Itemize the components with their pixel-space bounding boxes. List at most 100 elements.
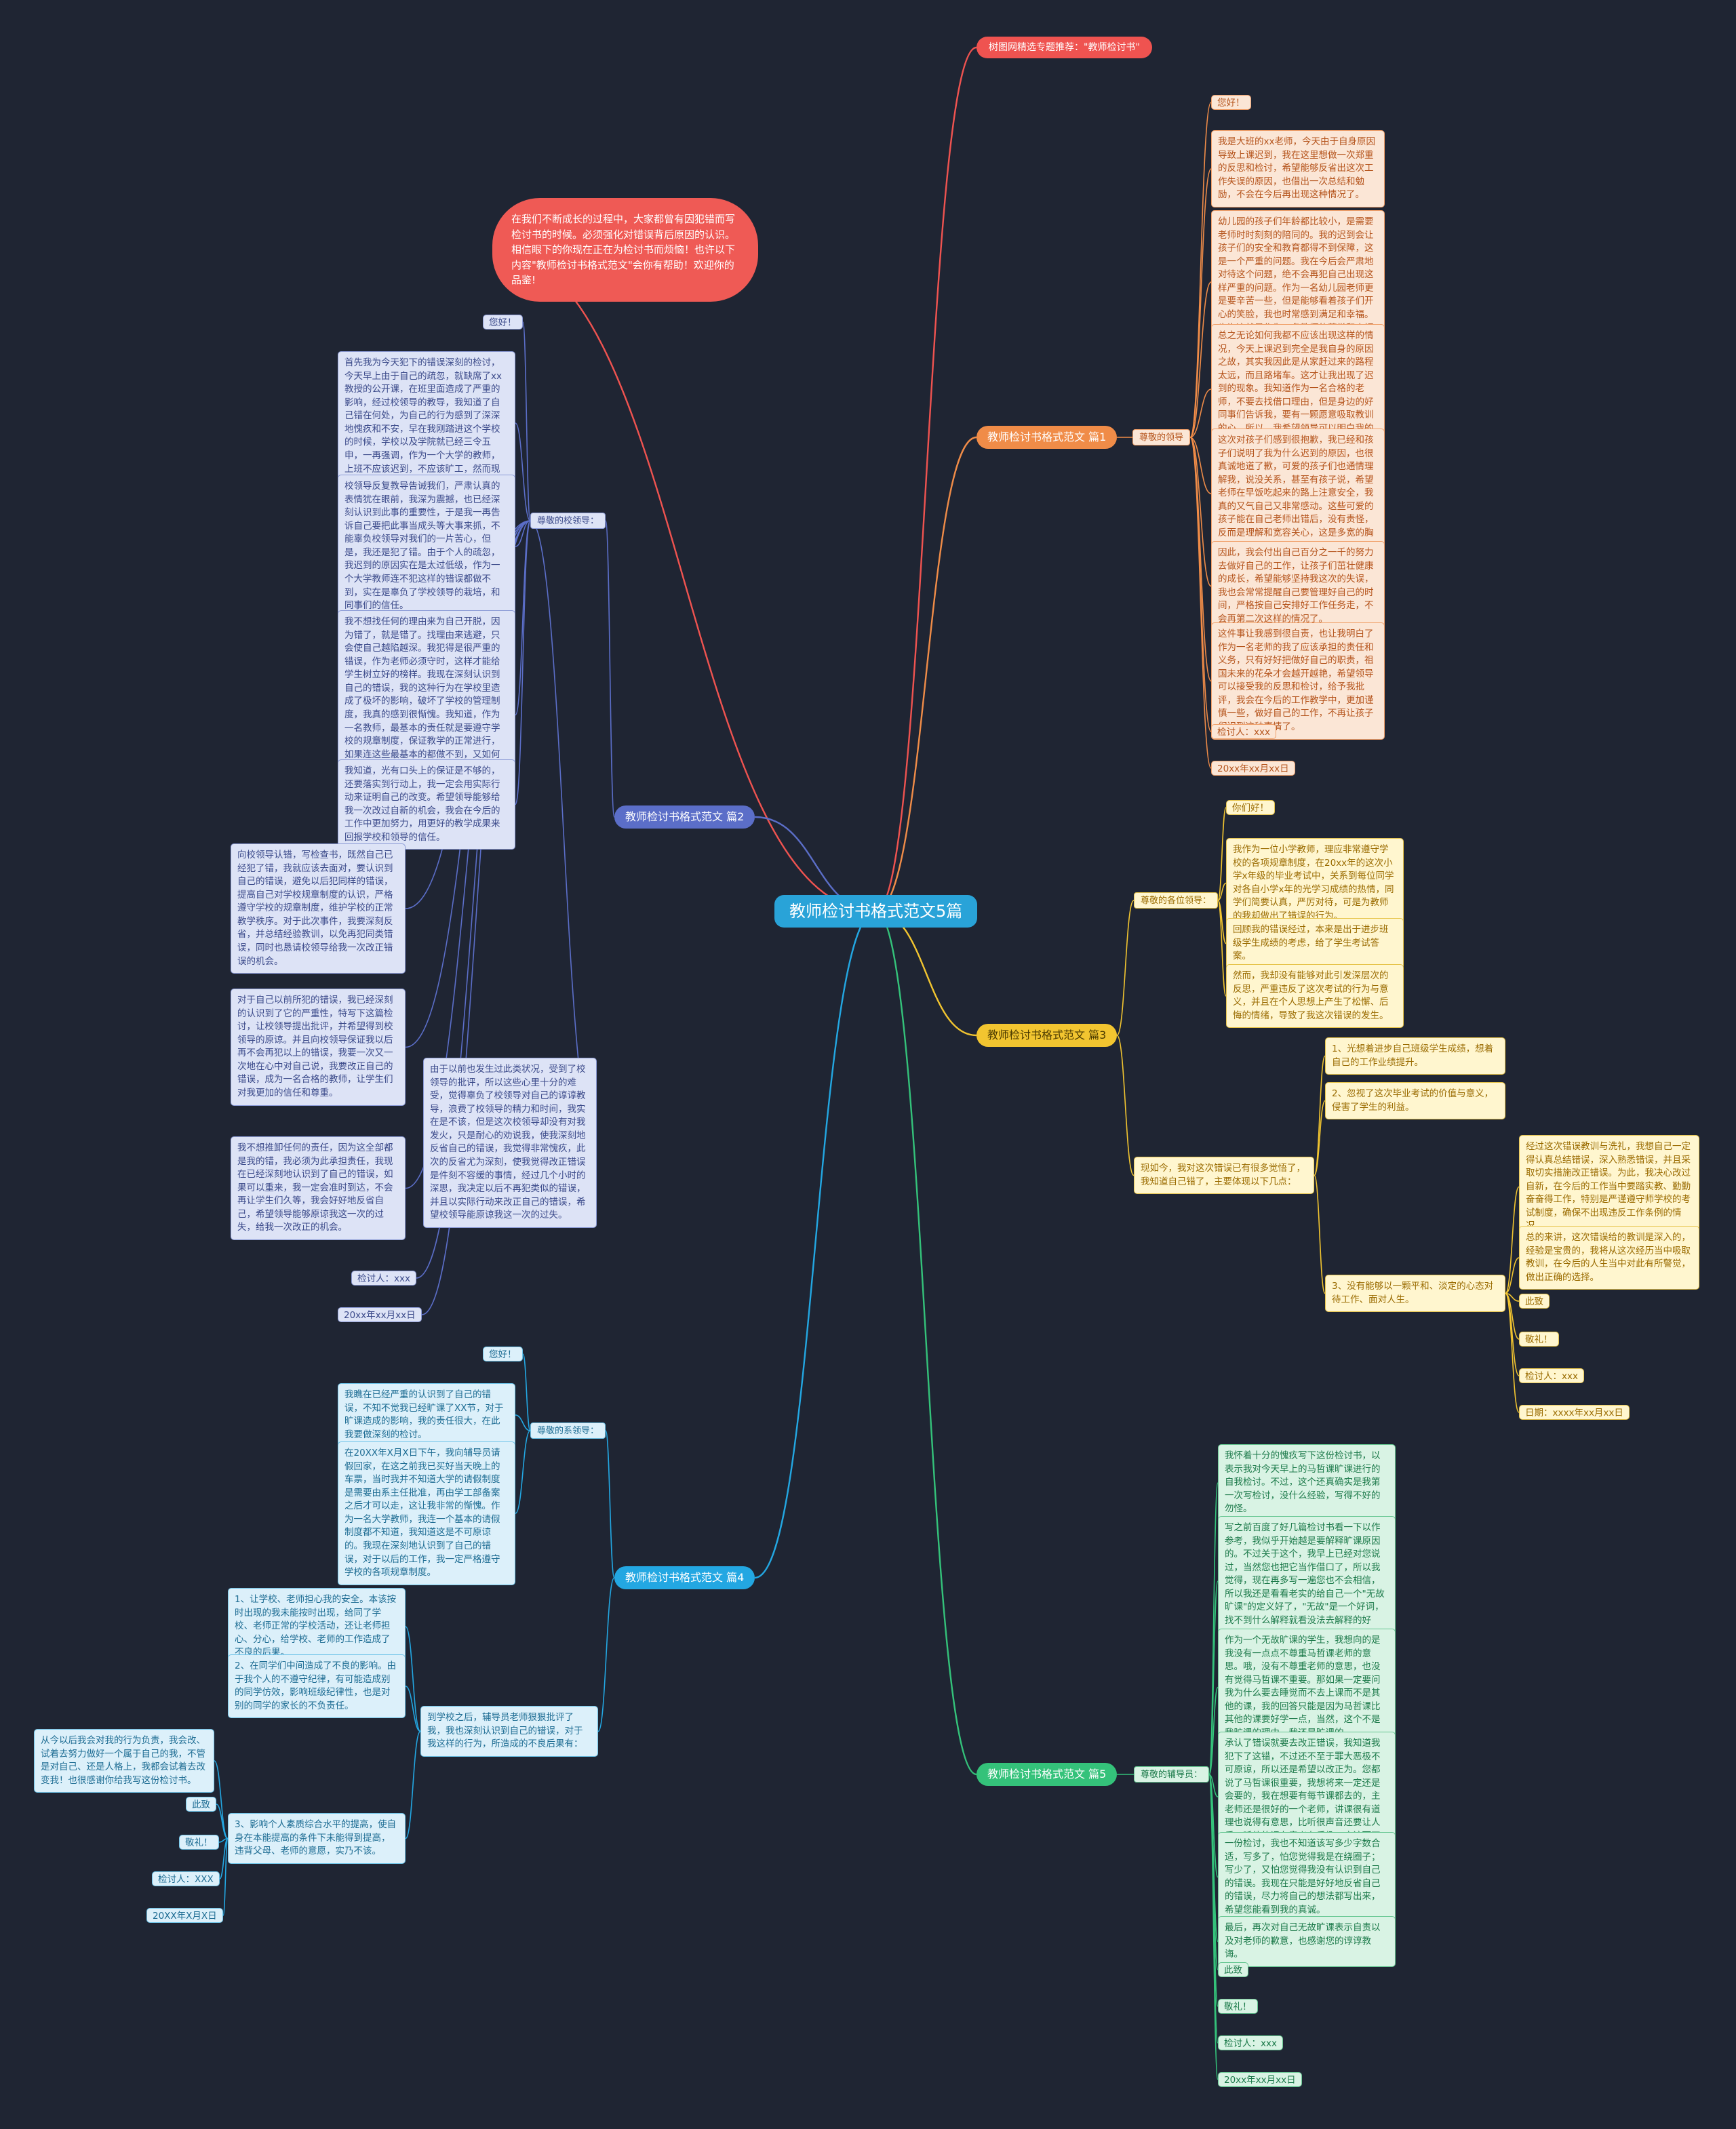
branch-2-item: 我知道，光有口头上的保证是不够的，还要落实到行动上，我一定会用实际行动来证明自己… bbox=[338, 759, 515, 850]
connector bbox=[219, 1837, 229, 1879]
branch-5-title[interactable]: 教师检讨书格式范文 篇5 bbox=[976, 1763, 1118, 1786]
branch-3-salutation: 尊敬的各位领导： bbox=[1134, 892, 1219, 909]
connector bbox=[1208, 1580, 1219, 1775]
branch-1-item: 这件事让我感到很自责，也让我明白了作为一名老师的我了应该承担的责任和义务，只有好… bbox=[1211, 622, 1385, 740]
connector bbox=[1314, 1174, 1326, 1294]
connector bbox=[1208, 1686, 1219, 1775]
connector bbox=[1208, 1774, 1219, 2080]
branch-3-sub-item: 经过这次错误教训与洗礼，我想自己一定得认真总结错误，深入熟悉错误，并且采取切实措… bbox=[1519, 1135, 1699, 1239]
branch-5-item: 20xx年xx月xx日 bbox=[1218, 2072, 1302, 2087]
branch-4-salutation: 尊敬的系领导： bbox=[530, 1422, 606, 1439]
connector bbox=[515, 520, 531, 805]
branch-4-closing: 检讨人：XXX bbox=[152, 1871, 220, 1886]
branch-3-item: 然而，我却没有能够对此引发深层次的反思，严重违反了这次考试的行为与意义，并且在个… bbox=[1226, 964, 1404, 1029]
connector bbox=[1314, 1100, 1326, 1176]
branch-3-item: 回顾我的错误经过，本来是出于进步班级学生成绩的考虑，给了学生考试答案。 bbox=[1226, 918, 1404, 969]
branch-1-item: 这次对孩子们感到很抱歉，我已经和孩子们说明了我为什么迟到的原因，也很真诚地道了歉… bbox=[1211, 429, 1385, 559]
connector bbox=[1505, 1292, 1520, 1413]
branch-1-salutation: 尊敬的领导 bbox=[1132, 429, 1191, 445]
branch-4-item: 我瞧在已经严重的认识到了自己的错误，不知不觉我已经旷课了XX节，对于旷课造成的影… bbox=[338, 1383, 515, 1448]
branch-3-item: 你们好！ bbox=[1226, 800, 1275, 815]
branch-4-item: 您好！ bbox=[483, 1347, 523, 1361]
branch-5-item: 此致 bbox=[1218, 1962, 1248, 1977]
branch-5-item: 敬礼！ bbox=[1218, 1999, 1258, 2014]
branch-4-closing: 20XX年X月X日 bbox=[146, 1908, 223, 1923]
connector bbox=[1116, 900, 1135, 1036]
connector bbox=[597, 1577, 615, 1732]
branch-3-closing: 敬礼！ bbox=[1519, 1332, 1559, 1347]
connector bbox=[1505, 1292, 1520, 1376]
branch-1-item: 因此，我会付出自己百分之一千的努力去做好自己的工作，让孩子们茁壮健康的成长，希望… bbox=[1211, 541, 1385, 632]
branch-5-item: 一份检讨，我也不知道该写多少字数合适，写多了，怕您觉得我是在绕圈子；写少了，又怕… bbox=[1218, 1832, 1396, 1923]
connector bbox=[216, 1804, 229, 1839]
connector bbox=[605, 1430, 615, 1578]
connector bbox=[522, 321, 531, 521]
connector bbox=[515, 1414, 531, 1431]
branch-3-closing: 此致 bbox=[1519, 1294, 1550, 1309]
branch-4-title[interactable]: 教师检讨书格式范文 篇4 bbox=[614, 1566, 755, 1589]
branch-3-closing: 检讨人：xxx bbox=[1519, 1368, 1584, 1383]
connector bbox=[1189, 437, 1212, 682]
branch-2-title[interactable]: 教师检讨书格式范文 篇2 bbox=[614, 805, 755, 829]
connector bbox=[1189, 437, 1212, 732]
branch-3-item: 我作为一位小学教师，理应非常遵守学校的各项规章制度，在20xx年的这次小学x年级… bbox=[1226, 838, 1404, 929]
connector bbox=[214, 1760, 229, 1839]
connector bbox=[515, 1430, 531, 1514]
branch-4-point: 2、在同学们中间造成了不良的影响。由于我个人的不遵守纪律，有可能造成别的同学仿效… bbox=[228, 1654, 406, 1719]
central-topic[interactable]: 教师检讨书格式范文5篇 bbox=[774, 895, 978, 928]
branch-5-salutation: 尊敬的辅导员： bbox=[1134, 1766, 1210, 1783]
branch-4-point: 3、影响个人素质综合水平的提高，使自身在本能提高的条件下未能得到提高，违背父母、… bbox=[228, 1813, 406, 1864]
connector bbox=[1217, 900, 1227, 997]
branch-2-item: 校领导反复教导告诫我们，严肃认真的表情犹在眼前，我深为震撼，也已经深刻认识到此事… bbox=[338, 475, 515, 618]
connector bbox=[875, 436, 977, 913]
connector bbox=[875, 910, 977, 1037]
branch-2-item: 检讨人：xxx bbox=[351, 1271, 416, 1286]
connector bbox=[1189, 389, 1212, 438]
connector bbox=[754, 910, 876, 1579]
branch-1-item: 您好！ bbox=[1211, 95, 1251, 110]
connector bbox=[1189, 102, 1212, 438]
branch-4-point: 1、让学校、老师担心我的安全。本该按时出现的我未能按时出现，给同了学校、老师正常… bbox=[228, 1588, 406, 1665]
connector bbox=[1116, 1035, 1135, 1176]
connector bbox=[530, 520, 597, 1144]
connector bbox=[405, 1730, 421, 1839]
connector bbox=[222, 1837, 229, 1916]
topic-recommendation-link[interactable]: 树图网精选专题推荐："教师检讨书" bbox=[976, 37, 1152, 58]
branch-3-point: 3、没有能够以一颗平和、淡定的心态对待工作、面对人生。 bbox=[1325, 1275, 1505, 1313]
branch-1-title[interactable]: 教师检讨书格式范文 篇1 bbox=[976, 426, 1118, 449]
branch-5-item: 我怀着十分的愧疚写下这份检讨书，以表示我对今天早上的马哲课旷课进行的自我检讨。不… bbox=[1218, 1444, 1396, 1521]
connector bbox=[1189, 281, 1212, 438]
branch-5-item: 检讨人：xxx bbox=[1218, 2035, 1283, 2050]
branch-3-point: 2、忽视了这次毕业考试的价值与意义，侵害了学生的利益。 bbox=[1325, 1082, 1505, 1120]
branch-3-closing: 日期：xxxx年xx月xx日 bbox=[1519, 1405, 1630, 1420]
branch-2-item: 我不想推卸任何的责任，因为这全部都是我的错，我必须为此承担责任，我现在已经深刻地… bbox=[231, 1136, 406, 1240]
branch-4-closing: 此致 bbox=[186, 1797, 216, 1812]
connector bbox=[875, 910, 977, 1776]
branch-2-item: 20xx年xx月xx日 bbox=[338, 1307, 422, 1322]
branch-2-item: 向校领导认错，写检查书，既然自己已经犯了错，我就应该去面对，要认识到自己的错误，… bbox=[231, 843, 406, 974]
branch-3-point: 1、光想着进步自己班级学生成绩，想着自己的工作业绩提升。 bbox=[1325, 1037, 1505, 1075]
branch-2-item: 您好！ bbox=[483, 315, 523, 330]
connector bbox=[1189, 437, 1212, 494]
connector bbox=[1217, 882, 1227, 901]
connector bbox=[1189, 437, 1212, 587]
branch-4-consequences: 到学校之后，辅导员老师狠狠批评了我，我也深刻认识到自己的错误，对于我这样的行为，… bbox=[420, 1706, 598, 1757]
branch-5-item: 最后，再次对自己无故旷课表示自责以及对老师的歉意，也感谢您的谆谆教诲。 bbox=[1218, 1916, 1396, 1967]
connector bbox=[515, 422, 531, 521]
connector bbox=[1189, 437, 1212, 769]
connector bbox=[1189, 168, 1212, 438]
connector bbox=[1505, 1257, 1520, 1294]
branch-4-closing: 敬礼！ bbox=[179, 1835, 219, 1850]
branch-1-item: 检讨人：xxx bbox=[1211, 724, 1276, 739]
branch-5-item: 写之前百度了好几篇检讨书看一下以作参考，我似乎开始越是要解释旷课原因的。不过关于… bbox=[1218, 1516, 1396, 1647]
branch-2-item: 对于自己以前所犯的错误，我已经深刻的认识到了它的严重性，特写下这篇检讨，让校领导… bbox=[231, 989, 406, 1106]
branch-3-sub-item: 总的来讲，这次错误给的教训是深入的，经验是宝贵的，我将从这次经历当中吸取教训，在… bbox=[1519, 1226, 1699, 1290]
connector bbox=[522, 1353, 531, 1431]
branch-3-summary: 现如今，我对这次错误已有很多觉悟了，我知道自己错了，主要体现以下几点： bbox=[1134, 1157, 1314, 1195]
branch-5-item: 作为一个无故旷课的学生，我想向的是我没有一点点不尊重马哲课老师的意思。哦，没有不… bbox=[1218, 1629, 1396, 1746]
branch-3-title[interactable]: 教师检讨书格式范文 篇3 bbox=[976, 1024, 1118, 1047]
branch-2-salutation: 尊敬的校领导： bbox=[530, 513, 606, 529]
branch-4-sub-item: 从今以后我会对我的行为负责，我会改、试着去努力做好一个属于自己的我，不管是对自己… bbox=[34, 1729, 214, 1793]
branch-2-item: 由于以前也发生过此类状况，受到了校领导的批评，所以这些心里十分的难受，觉得辜负了… bbox=[423, 1058, 597, 1228]
connector bbox=[1505, 1186, 1520, 1294]
